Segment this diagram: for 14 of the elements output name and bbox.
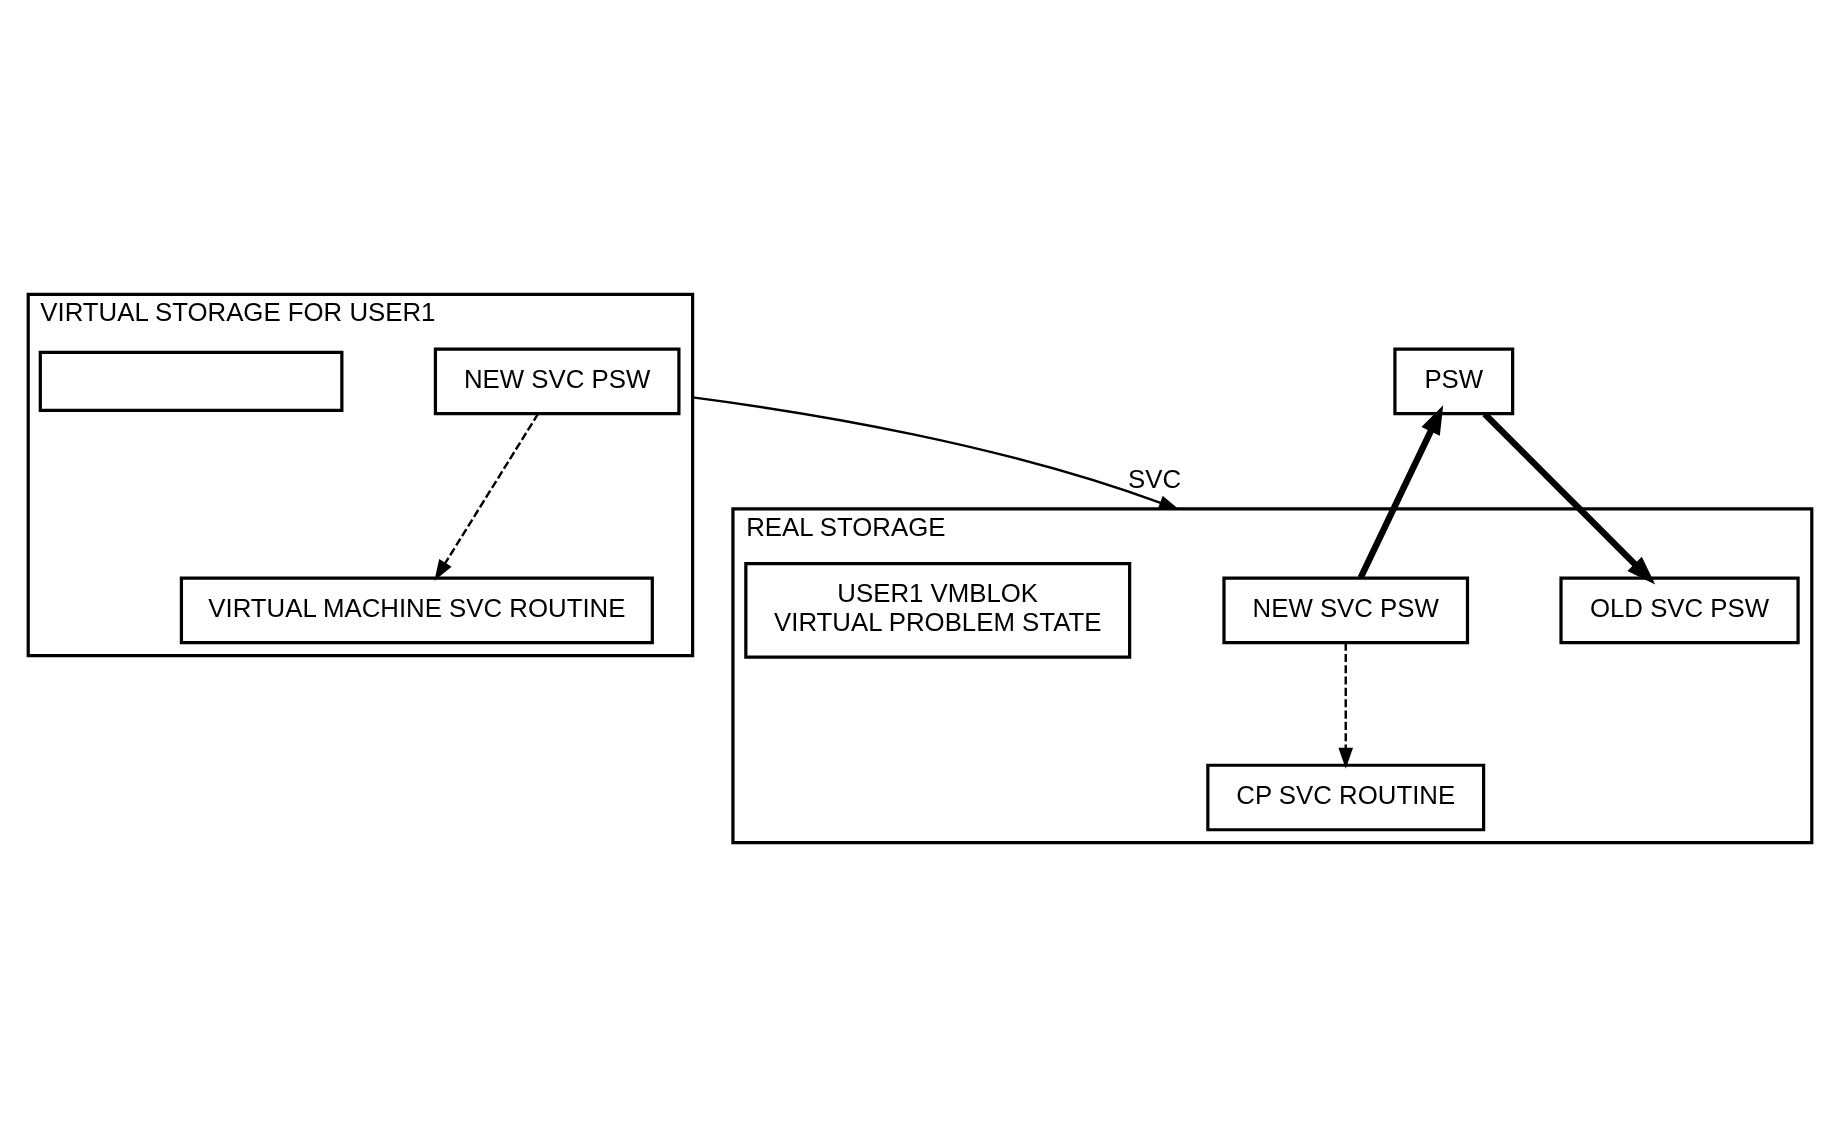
node-box: VIRTUAL MACHINE SVC ROUTINE: [179, 576, 654, 645]
edge-label: SVC: [1128, 464, 1182, 493]
arrow: [1482, 411, 1656, 585]
node-box: USER1 VMBLOK VIRTUAL PROBLEM STATE: [744, 562, 1132, 659]
arrow: [434, 413, 539, 581]
arrow: [692, 396, 1180, 511]
node-box: NEW SVC PSW: [433, 347, 681, 416]
arrow: [1357, 405, 1444, 579]
node-box: [38, 350, 344, 413]
node-box: CP SVC ROUTINE: [1206, 763, 1486, 832]
node-box: OLD SVC PSW: [1559, 576, 1800, 645]
node-box: NEW SVC PSW: [1222, 576, 1470, 645]
arrow: [1338, 642, 1354, 769]
node-box: PSW: [1393, 347, 1515, 416]
